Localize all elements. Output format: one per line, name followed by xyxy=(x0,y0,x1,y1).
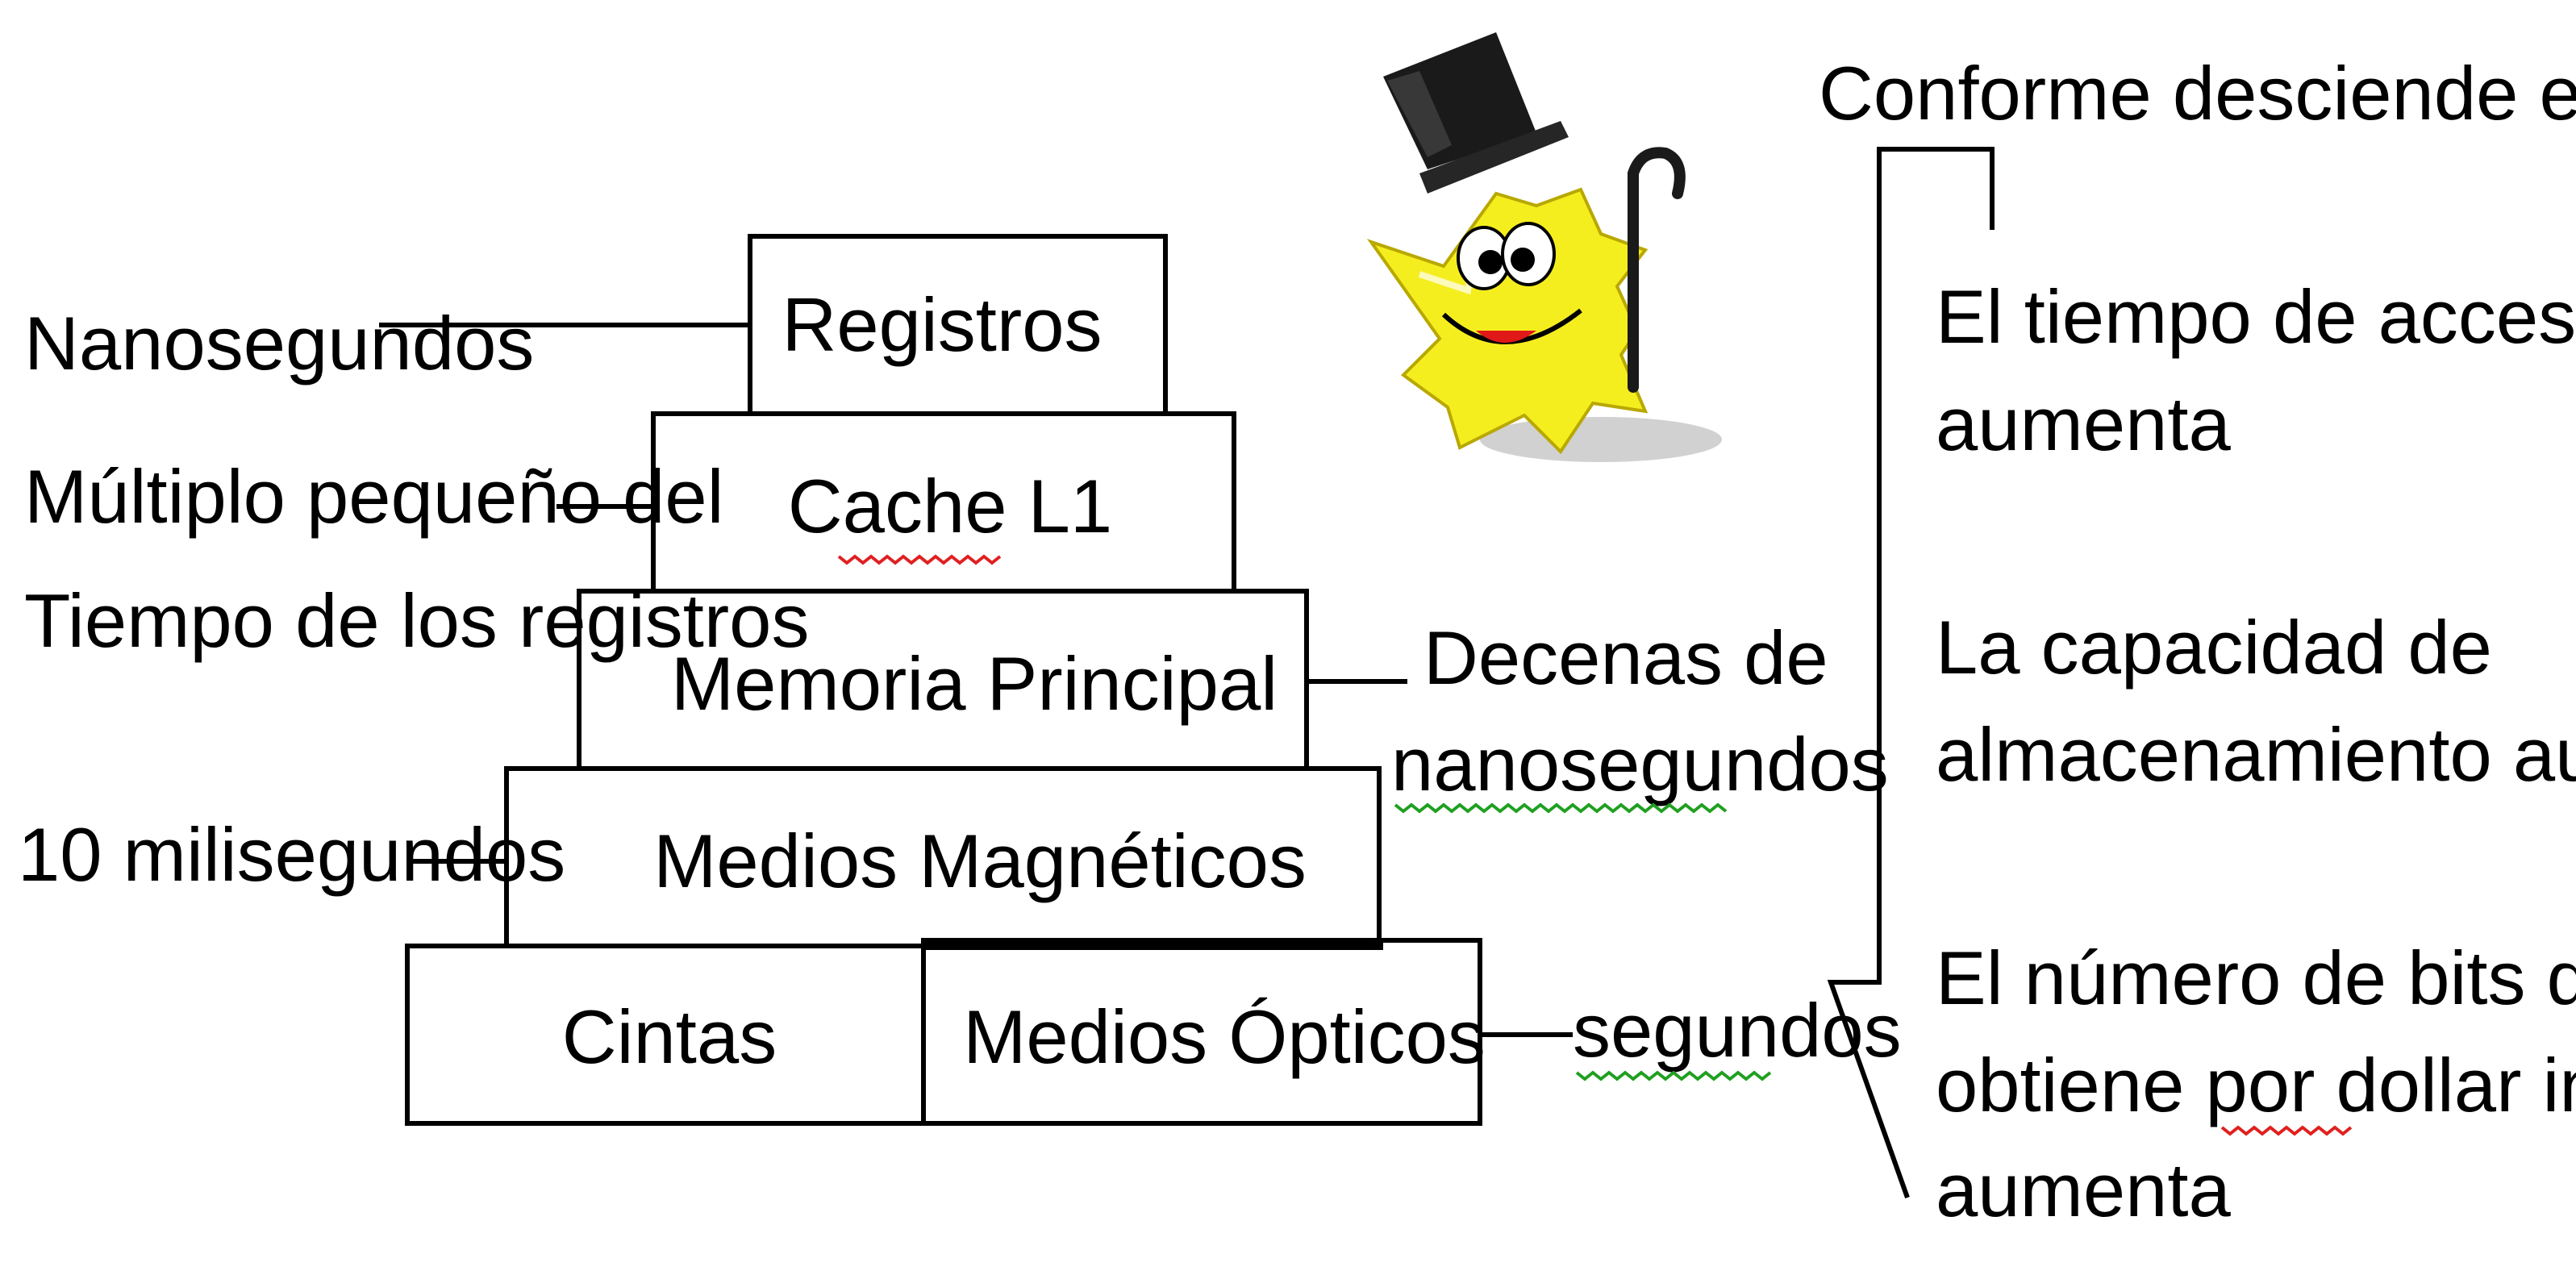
note-segundos: segundos xyxy=(1573,988,1902,1073)
note-decenas-line2: nanosegundos xyxy=(1391,722,1889,806)
level-label-medios-opticos: Medios Ópticos xyxy=(963,994,1486,1079)
level-label-memoria-principal: Memoria Principal xyxy=(671,641,1278,726)
note-multiplo-line2: Tiempo de los registros xyxy=(24,578,809,663)
summary-item1-line2: aumenta xyxy=(1936,381,2232,466)
spellcheck-underline xyxy=(1394,802,1728,814)
note-10-milisegundos: 10 milisegundos xyxy=(18,812,565,897)
summary-item2-line1: La capacidad de xyxy=(1936,605,2492,690)
level-box-medios-opticos xyxy=(921,938,1482,1126)
spellcheck-underline xyxy=(1575,1070,1772,1081)
note-decenas-line1: Decenas de xyxy=(1423,615,1828,700)
note-multiplo-line1: Múltiplo pequeño del xyxy=(24,454,724,539)
level-box-cintas xyxy=(405,944,926,1126)
level-box-registros xyxy=(748,234,1168,416)
summary-item1-line1: El tiempo de acceso xyxy=(1936,274,2576,359)
spellcheck-underline xyxy=(837,554,1002,565)
summary-bracket xyxy=(1827,147,1995,1199)
level-label-cintas: Cintas xyxy=(562,994,777,1079)
note-nanosegundos: Nanosegundos xyxy=(24,301,534,385)
summary-item3-line1: El número de bits que se xyxy=(1936,935,2576,1020)
bracket-line xyxy=(1827,147,1995,1199)
level-label-cache-l1: Cache L1 xyxy=(788,464,1112,548)
spellcheck-underline xyxy=(2220,1125,2353,1136)
level-label-medios-magneticos: Medios Magnéticos xyxy=(653,819,1307,903)
summary-item2-line2: almacenamiento aumenta xyxy=(1936,712,2576,797)
star-mascot-with-top-hat-icon xyxy=(1366,32,1722,462)
summary: Conforme desciende el nivel: El tiempo d… xyxy=(1819,51,2576,1232)
left-notes: Nanosegundos Múltiplo pequeño del Tiempo… xyxy=(18,301,809,897)
summary-item3-line2: obtiene por dollar invertido xyxy=(1936,1043,2576,1127)
summary-heading: Conforme desciende el nivel: xyxy=(1819,51,2576,135)
pyramid: Registros Cache L1 Memoria Principal Med… xyxy=(405,234,1486,1126)
summary-item3-line3: aumenta xyxy=(1936,1148,2232,1232)
level-label-registros: Registros xyxy=(782,282,1102,367)
